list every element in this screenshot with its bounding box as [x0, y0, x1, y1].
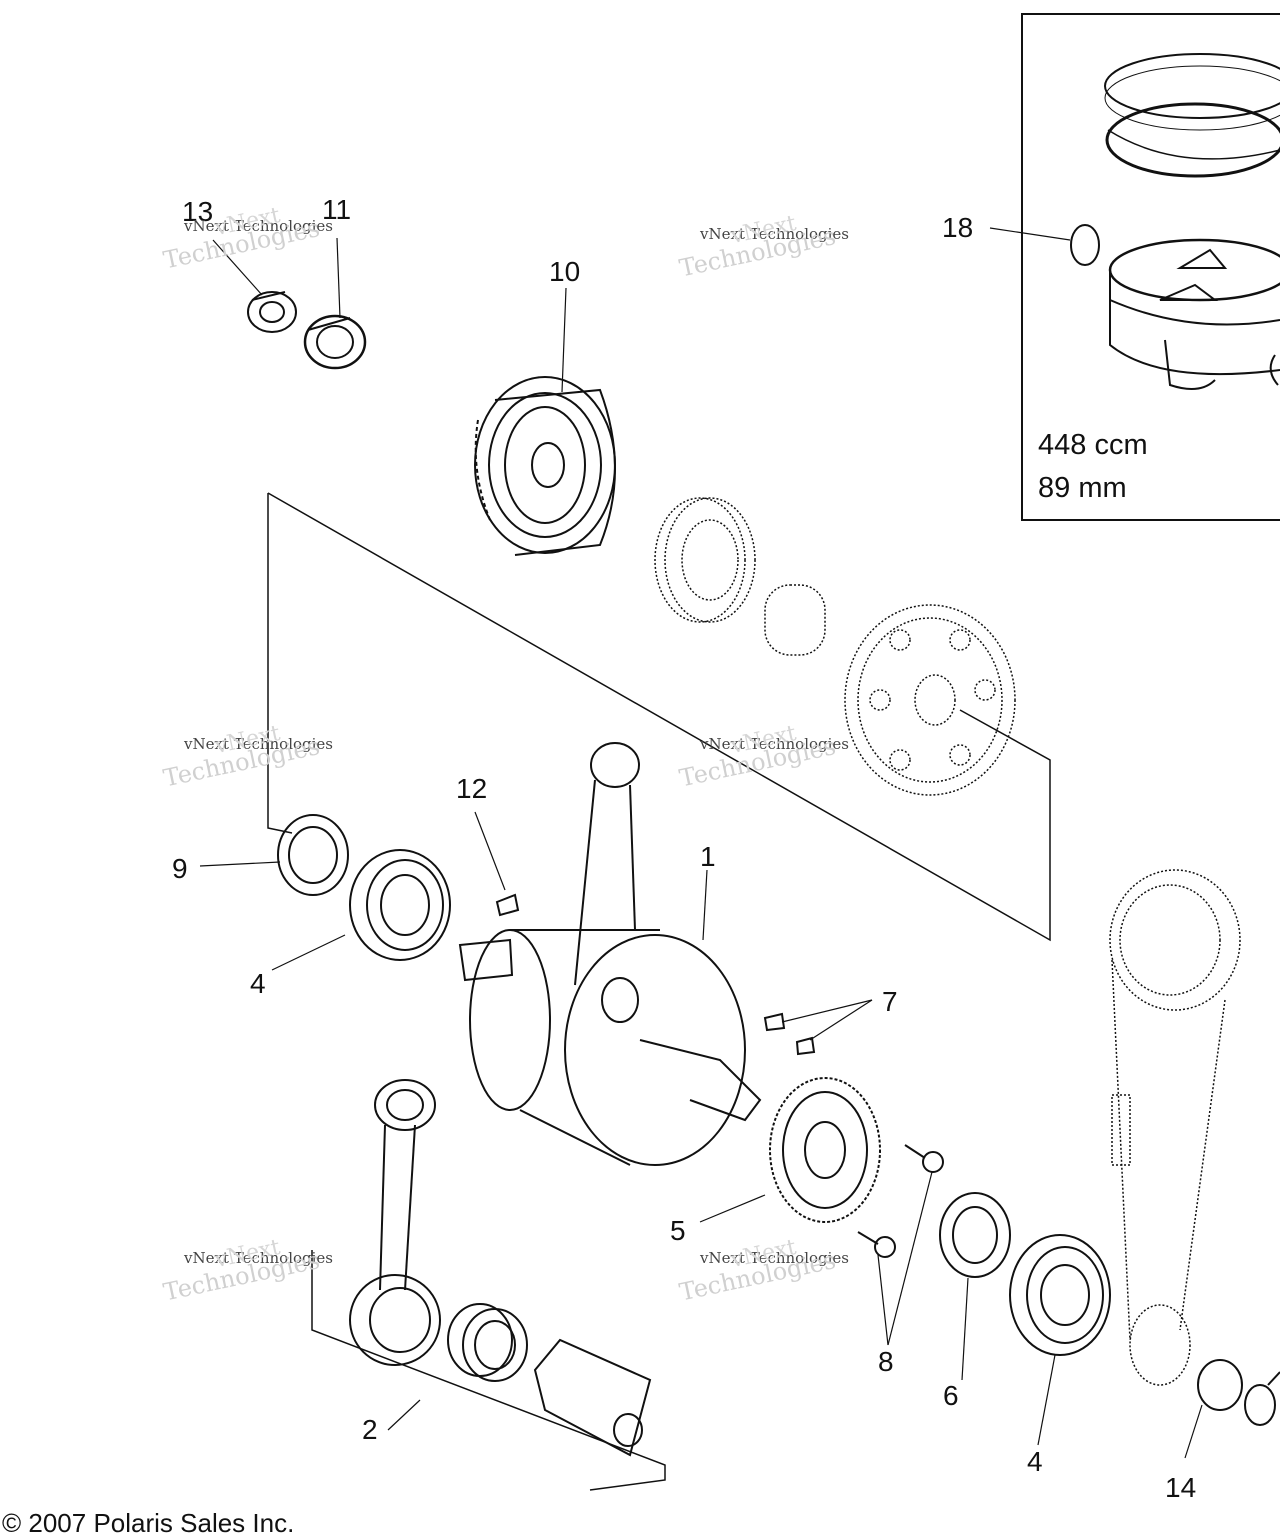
- callout-5: 5: [670, 1215, 686, 1246]
- callout-10: 10: [549, 256, 581, 287]
- piston-inset-frame: [1021, 13, 1280, 521]
- callout-13: 13: [182, 196, 214, 227]
- callout-8: 8: [878, 1346, 894, 1377]
- callout-12: 12: [456, 773, 488, 804]
- flywheel-10: [474, 376, 616, 556]
- bolt-8a: [904, 1144, 944, 1173]
- crank-pin: [533, 1338, 652, 1457]
- cam-chain: [1109, 869, 1241, 1386]
- seal-11: [303, 314, 367, 370]
- key-12: [495, 893, 520, 917]
- washer-6: [939, 1192, 1011, 1278]
- connecting-rod-upper: [574, 742, 640, 986]
- seal-9: [277, 814, 349, 896]
- callout-2: 2: [362, 1414, 378, 1445]
- connecting-rod-lower: [349, 1079, 441, 1366]
- gear-5: [769, 1077, 881, 1223]
- leader-lines: [199, 227, 1203, 1459]
- callout-14: 14: [1165, 1472, 1197, 1503]
- frame-line-bottom: [311, 1250, 666, 1491]
- copyright-notice: © 2007 Polaris Sales Inc.: [2, 1508, 295, 1538]
- frame-line-left: [267, 493, 293, 834]
- dotted-bearing: [654, 497, 826, 656]
- piston: [1108, 238, 1280, 390]
- key-7b: [795, 1036, 816, 1056]
- inset-bore: 89 mm: [1038, 472, 1127, 504]
- callout-7: 7: [882, 986, 898, 1017]
- inset-displacement: 448 ccm: [1038, 429, 1148, 461]
- callout-1: 1: [700, 841, 716, 872]
- frame-line-right: [267, 492, 1051, 942]
- callout-6: 6: [943, 1380, 959, 1411]
- washer-right: [1244, 1384, 1276, 1426]
- crankshaft-1: [458, 929, 762, 1166]
- callout-18: 18: [942, 212, 974, 243]
- callout-9: 9: [172, 853, 188, 884]
- clip-18: [1070, 224, 1100, 266]
- needle-bearing: [447, 1303, 528, 1382]
- piston-rings: [1104, 53, 1280, 178]
- callout-4-right: 4: [1027, 1446, 1043, 1477]
- bolt-8b: [857, 1231, 896, 1258]
- bearing-4-left: [349, 849, 451, 961]
- circlip-14: [1197, 1359, 1243, 1411]
- key-7a: [763, 1012, 786, 1032]
- callout-11: 11: [322, 194, 352, 225]
- dotted-gear: [844, 604, 1016, 796]
- bearing-4-right: [1009, 1234, 1111, 1356]
- callout-4-left: 4: [250, 968, 266, 999]
- seal-13: [247, 291, 297, 333]
